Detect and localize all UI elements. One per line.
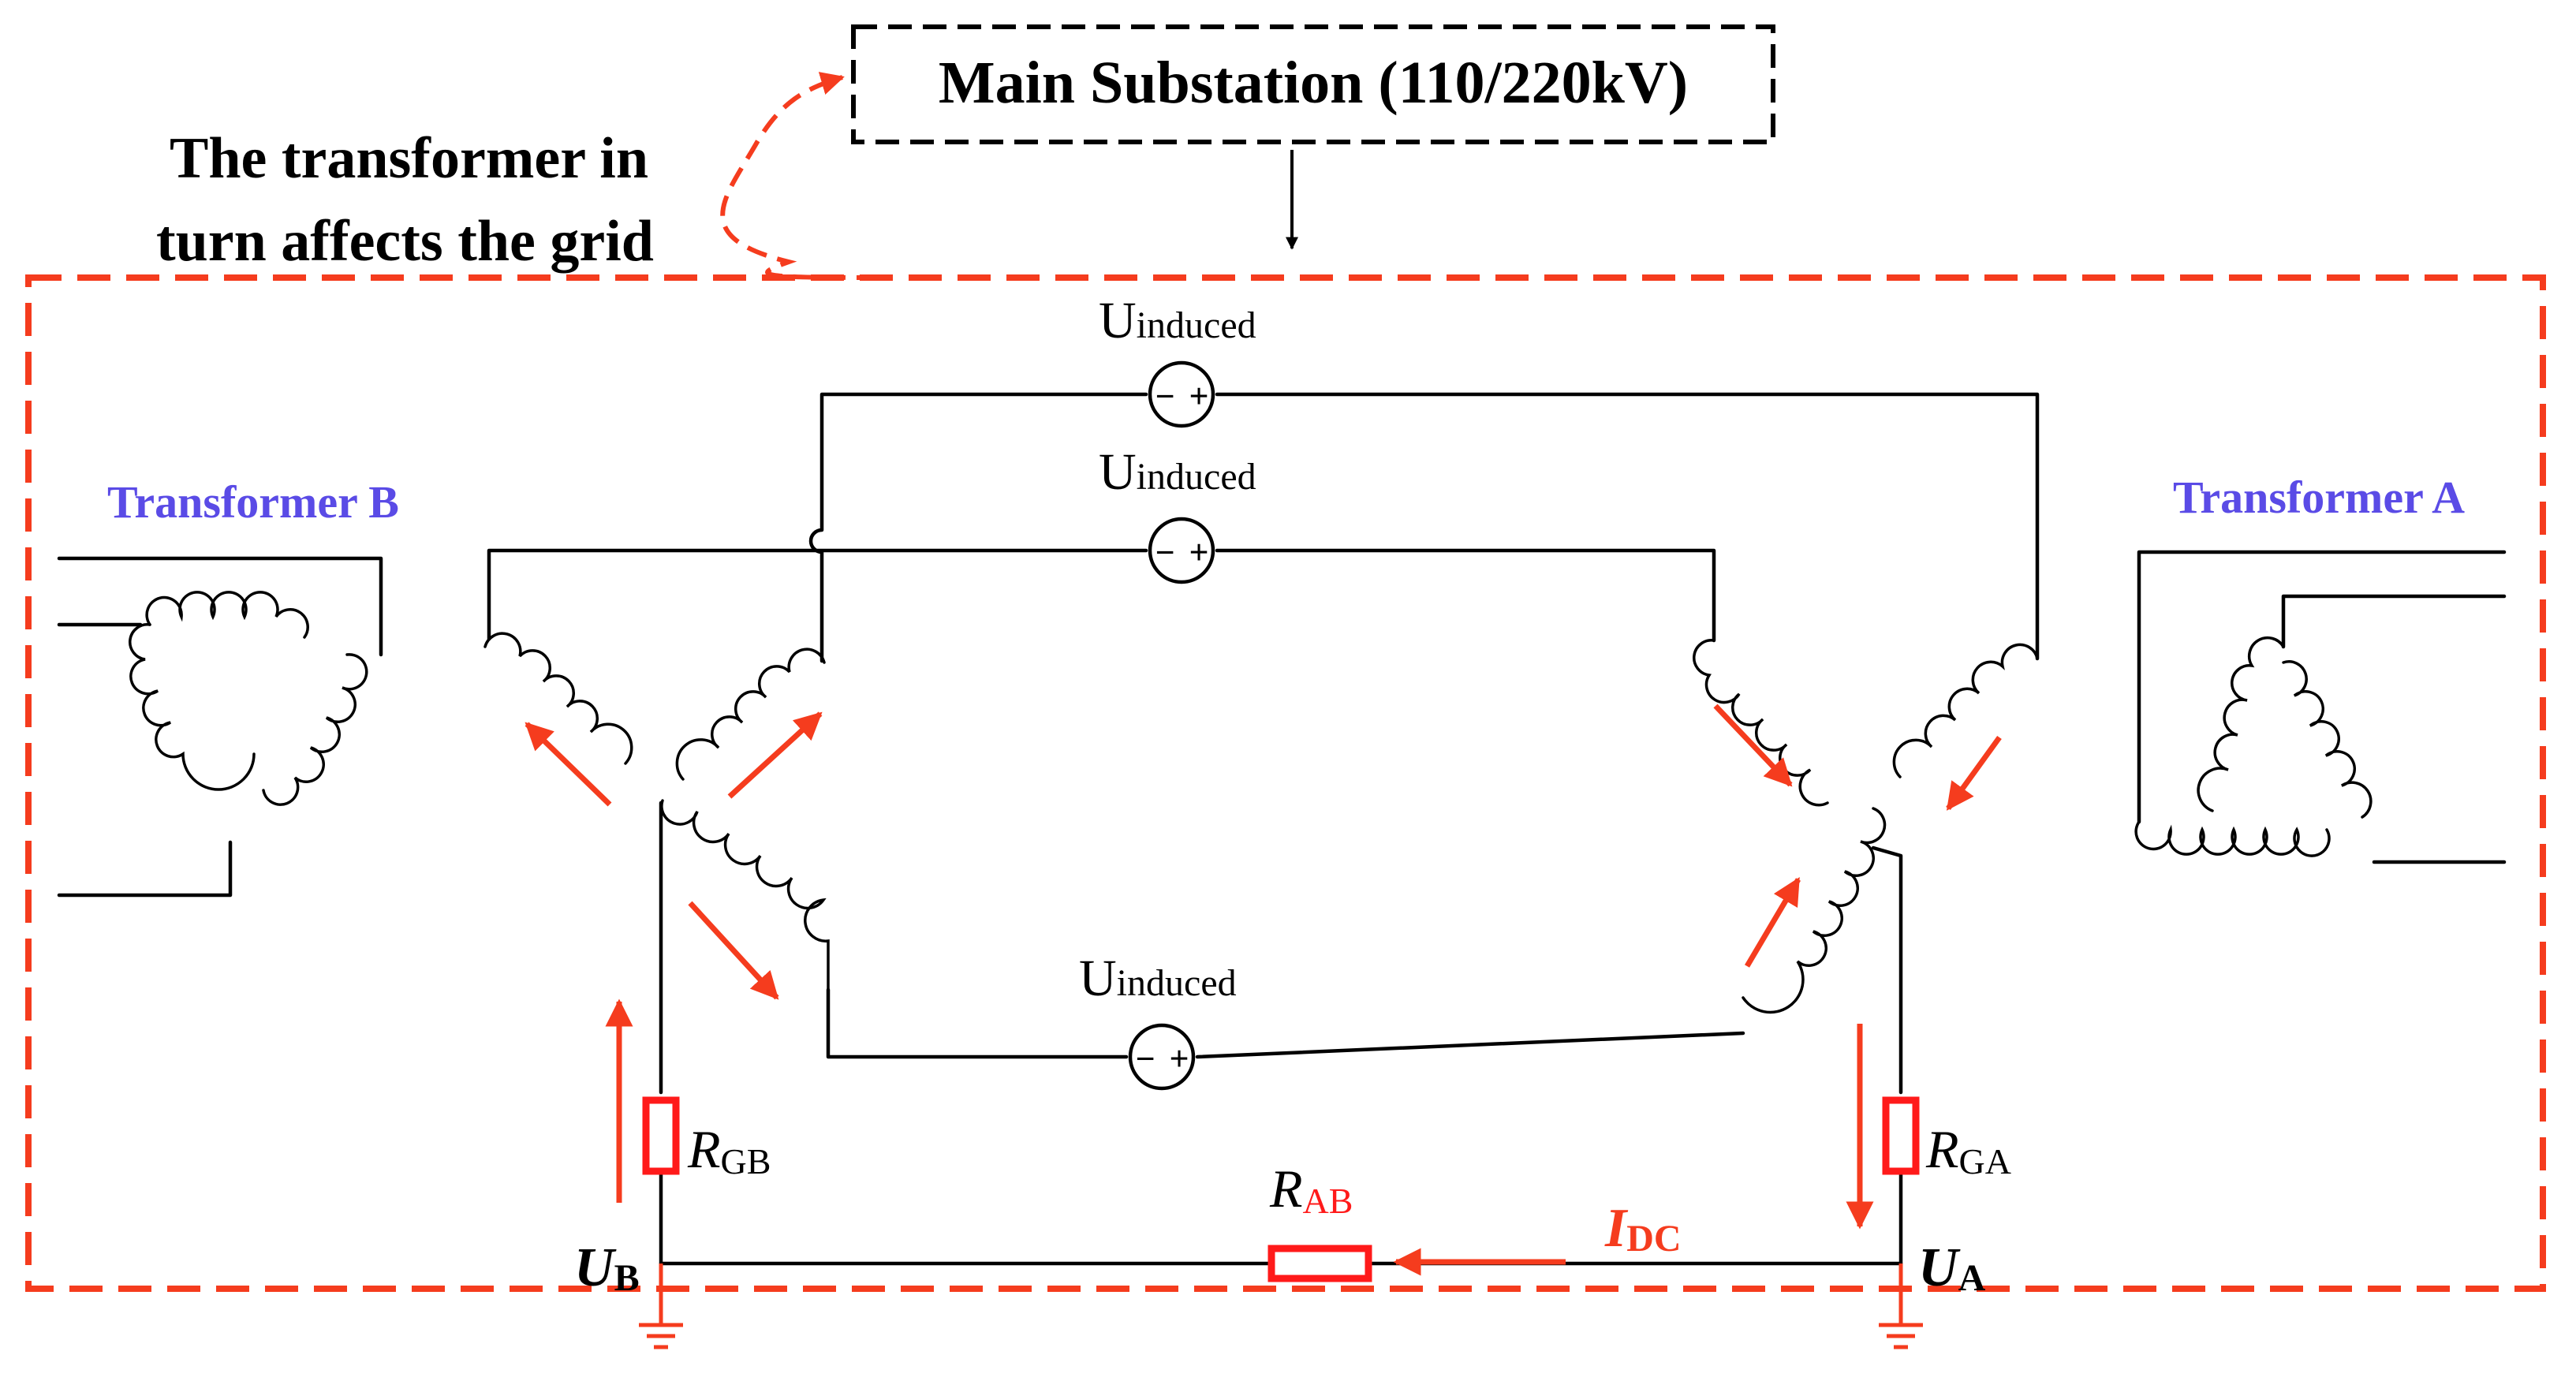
grid-boundary-box bbox=[25, 274, 2546, 1292]
source-1-plus: + bbox=[1189, 377, 1208, 416]
feedback-arrow bbox=[720, 72, 878, 280]
ground-symbol-b bbox=[639, 1263, 683, 1349]
induced-source-1-label: Uinduced bbox=[1099, 292, 1256, 349]
source-1-minus: − bbox=[1155, 377, 1174, 416]
induced-source-3: − + bbox=[1128, 1023, 1196, 1091]
resistor-ab-label: RAB bbox=[1269, 1159, 1353, 1221]
arrow-a-right-arm bbox=[1946, 735, 2002, 811]
resistor-ab bbox=[1267, 1245, 1372, 1282]
arrow-a-left-arm bbox=[1713, 704, 1793, 787]
source-3-minus: − bbox=[1135, 1039, 1155, 1078]
resistor-gb-label: RGB bbox=[687, 1119, 771, 1181]
resistor-ga-label: RGA bbox=[1925, 1119, 2011, 1181]
arrow-a-bottom-arm bbox=[1744, 876, 1801, 968]
arrow-b-bottom-arm bbox=[688, 901, 779, 1000]
source-3-plus: + bbox=[1169, 1039, 1189, 1078]
conductor-bottom bbox=[826, 987, 1745, 1059]
transformer-b-label: Transformer B bbox=[107, 476, 399, 528]
resistor-gb bbox=[642, 1096, 680, 1175]
induced-source-1: − + bbox=[1148, 360, 1215, 428]
main-substation-box: Main Substation (110/220kV) bbox=[851, 24, 1775, 144]
transformer-a-symbol bbox=[2134, 550, 2507, 864]
arrow-b-left-arm bbox=[525, 722, 612, 807]
dc-current-label: IDC bbox=[1604, 1198, 1682, 1260]
induced-source-3-label: Uinduced bbox=[1079, 950, 1237, 1007]
neutral-lead-a bbox=[1871, 845, 1903, 1266]
transformer-a-label: Transformer A bbox=[2173, 472, 2465, 523]
transformer-b-windings bbox=[483, 632, 830, 991]
source-2-plus: + bbox=[1189, 533, 1208, 572]
conductor-middle bbox=[487, 548, 1716, 643]
conductor-top bbox=[808, 392, 2040, 663]
source-2-minus: − bbox=[1155, 533, 1174, 572]
ground-symbol-a bbox=[1879, 1263, 1923, 1349]
current-flow-arrows bbox=[525, 704, 2002, 1276]
arrow-b-right-arm bbox=[727, 711, 823, 799]
node-a-label: UA bbox=[1918, 1237, 1986, 1299]
feedback-text-line1: The transformer in bbox=[170, 126, 648, 191]
resistor-ga bbox=[1882, 1096, 1920, 1175]
induced-source-2: − + bbox=[1148, 517, 1215, 584]
main-substation-label: Main Substation (110/220kV) bbox=[939, 50, 1688, 116]
node-b-label: UB bbox=[574, 1237, 640, 1299]
transformer-b-symbol bbox=[57, 556, 383, 898]
induced-source-2-label: Uinduced bbox=[1099, 443, 1256, 501]
transformer-a-windings bbox=[1693, 639, 2039, 1014]
feedback-text-line2: turn affects the grid bbox=[156, 209, 654, 274]
